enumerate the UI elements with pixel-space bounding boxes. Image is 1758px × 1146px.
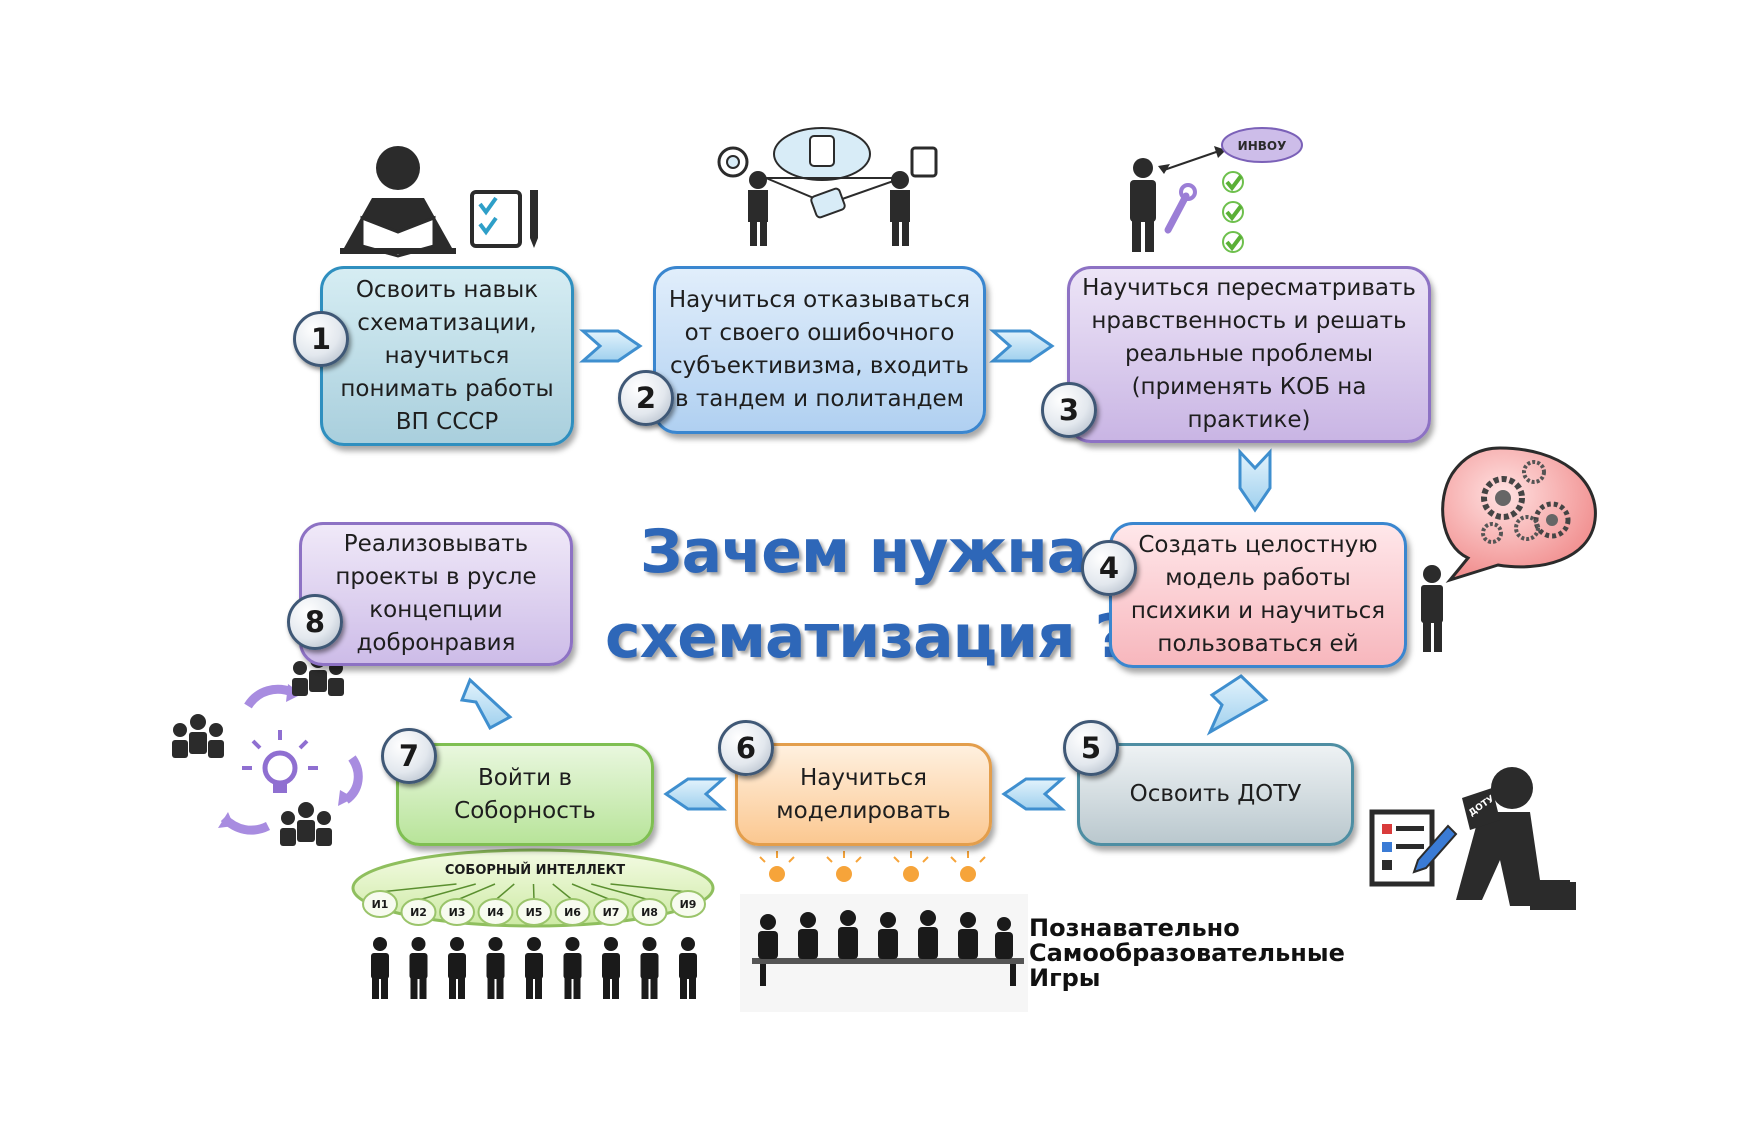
step-4-badge: 4 <box>1081 540 1137 596</box>
individual-bubble <box>439 898 475 926</box>
person-figure-icon <box>602 937 620 999</box>
individual-bubble <box>631 898 668 926</box>
individual-link <box>610 883 689 893</box>
person-figure-icon <box>563 937 582 999</box>
individual-label: И6 <box>564 906 581 919</box>
person-figure-icon <box>640 937 659 999</box>
collective-intellect-label: СОБОРНЫЙ ИНТЕЛЛЕКТ <box>445 862 625 878</box>
step-8-badge: 8 <box>287 594 343 650</box>
individual-bubble <box>593 898 629 926</box>
person-reading-dotu-icon <box>1369 767 1576 910</box>
individual-label: И7 <box>603 906 620 919</box>
person-figure-icon <box>371 937 389 999</box>
idea-cycle-icon <box>172 652 363 846</box>
person-reading-icon <box>340 146 456 258</box>
arrow-6-to-7 <box>663 777 727 811</box>
individual-bubble <box>670 890 706 918</box>
person-figure-icon <box>525 937 543 999</box>
person-figure-icon <box>679 937 697 999</box>
individual-label: И9 <box>680 898 697 911</box>
individual-link <box>379 883 457 893</box>
individual-label: И1 <box>372 898 389 911</box>
individual-bubble <box>477 898 514 926</box>
person-standing-icon <box>1421 565 1443 652</box>
individual-bubble <box>516 898 552 926</box>
individual-label: И8 <box>641 906 658 919</box>
arrow-7-to-8 <box>459 677 513 731</box>
arrow-3-to-4 <box>1238 448 1272 513</box>
step-7-box: Войти в Соборность <box>396 743 654 846</box>
individual-bubble <box>400 898 437 926</box>
gears-speech-bubble-icon <box>1441 446 1597 583</box>
individual-label: И4 <box>487 906 504 919</box>
diagram-title-line1: Зачем нужна <box>640 517 1087 587</box>
step-2-box: Научиться отказываться от своего ошибочн… <box>653 266 986 434</box>
step-6-box: Научиться моделировать <box>735 743 992 846</box>
step-8-box: Реализовывать проекты в русле концепции … <box>299 522 573 666</box>
person-figure-icon <box>448 937 466 999</box>
step-5-box: Освоить ДОТУ <box>1077 743 1354 846</box>
arrow-1-to-2 <box>579 329 643 363</box>
games-caption: Познавательно Самообразовательные Игры <box>1029 914 1345 992</box>
individual-link <box>456 883 496 901</box>
step-4-box: Создать целостную модель работы психики … <box>1109 522 1407 668</box>
individual-bubble <box>362 890 398 918</box>
checkmarks-icon <box>1222 171 1244 253</box>
individual-link <box>591 883 650 901</box>
individual-link <box>495 883 515 901</box>
invou-label: ИНВОУ <box>1238 139 1287 153</box>
step-1-badge: 1 <box>293 311 349 367</box>
step-2-badge: 2 <box>618 370 674 426</box>
step-3-box: Научиться пересматривать нравственность … <box>1067 266 1431 443</box>
step-5-badge: 5 <box>1063 720 1119 776</box>
lightbulb-icon <box>242 730 318 793</box>
meeting-table-icon <box>740 851 1028 1012</box>
arrow-5-to-6 <box>1001 777 1066 811</box>
individual-label: И2 <box>410 906 427 919</box>
person-figure-icon <box>409 937 428 999</box>
step-7-badge: 7 <box>381 728 437 784</box>
individual-link <box>418 883 476 901</box>
step-6-badge: 6 <box>718 720 774 776</box>
individual-link <box>532 883 535 901</box>
step-3-badge: 3 <box>1041 382 1097 438</box>
arrow-2-to-3 <box>989 329 1055 363</box>
checklist-icon <box>470 190 538 248</box>
individual-link <box>552 883 573 901</box>
person-figure-icon <box>486 937 505 999</box>
step-1-box: Освоить навык схематизации, научиться по… <box>320 266 574 446</box>
diagram-title-line2: схематизация ? <box>605 602 1129 672</box>
database-network-icon <box>717 127 938 246</box>
individual-label: И3 <box>449 906 466 919</box>
individual-bubble <box>554 898 591 926</box>
individual-label: И5 <box>526 906 543 919</box>
individual-link <box>571 883 612 901</box>
arrow-4-to-5 <box>1206 674 1269 736</box>
person-tools-icon <box>1130 127 1303 252</box>
